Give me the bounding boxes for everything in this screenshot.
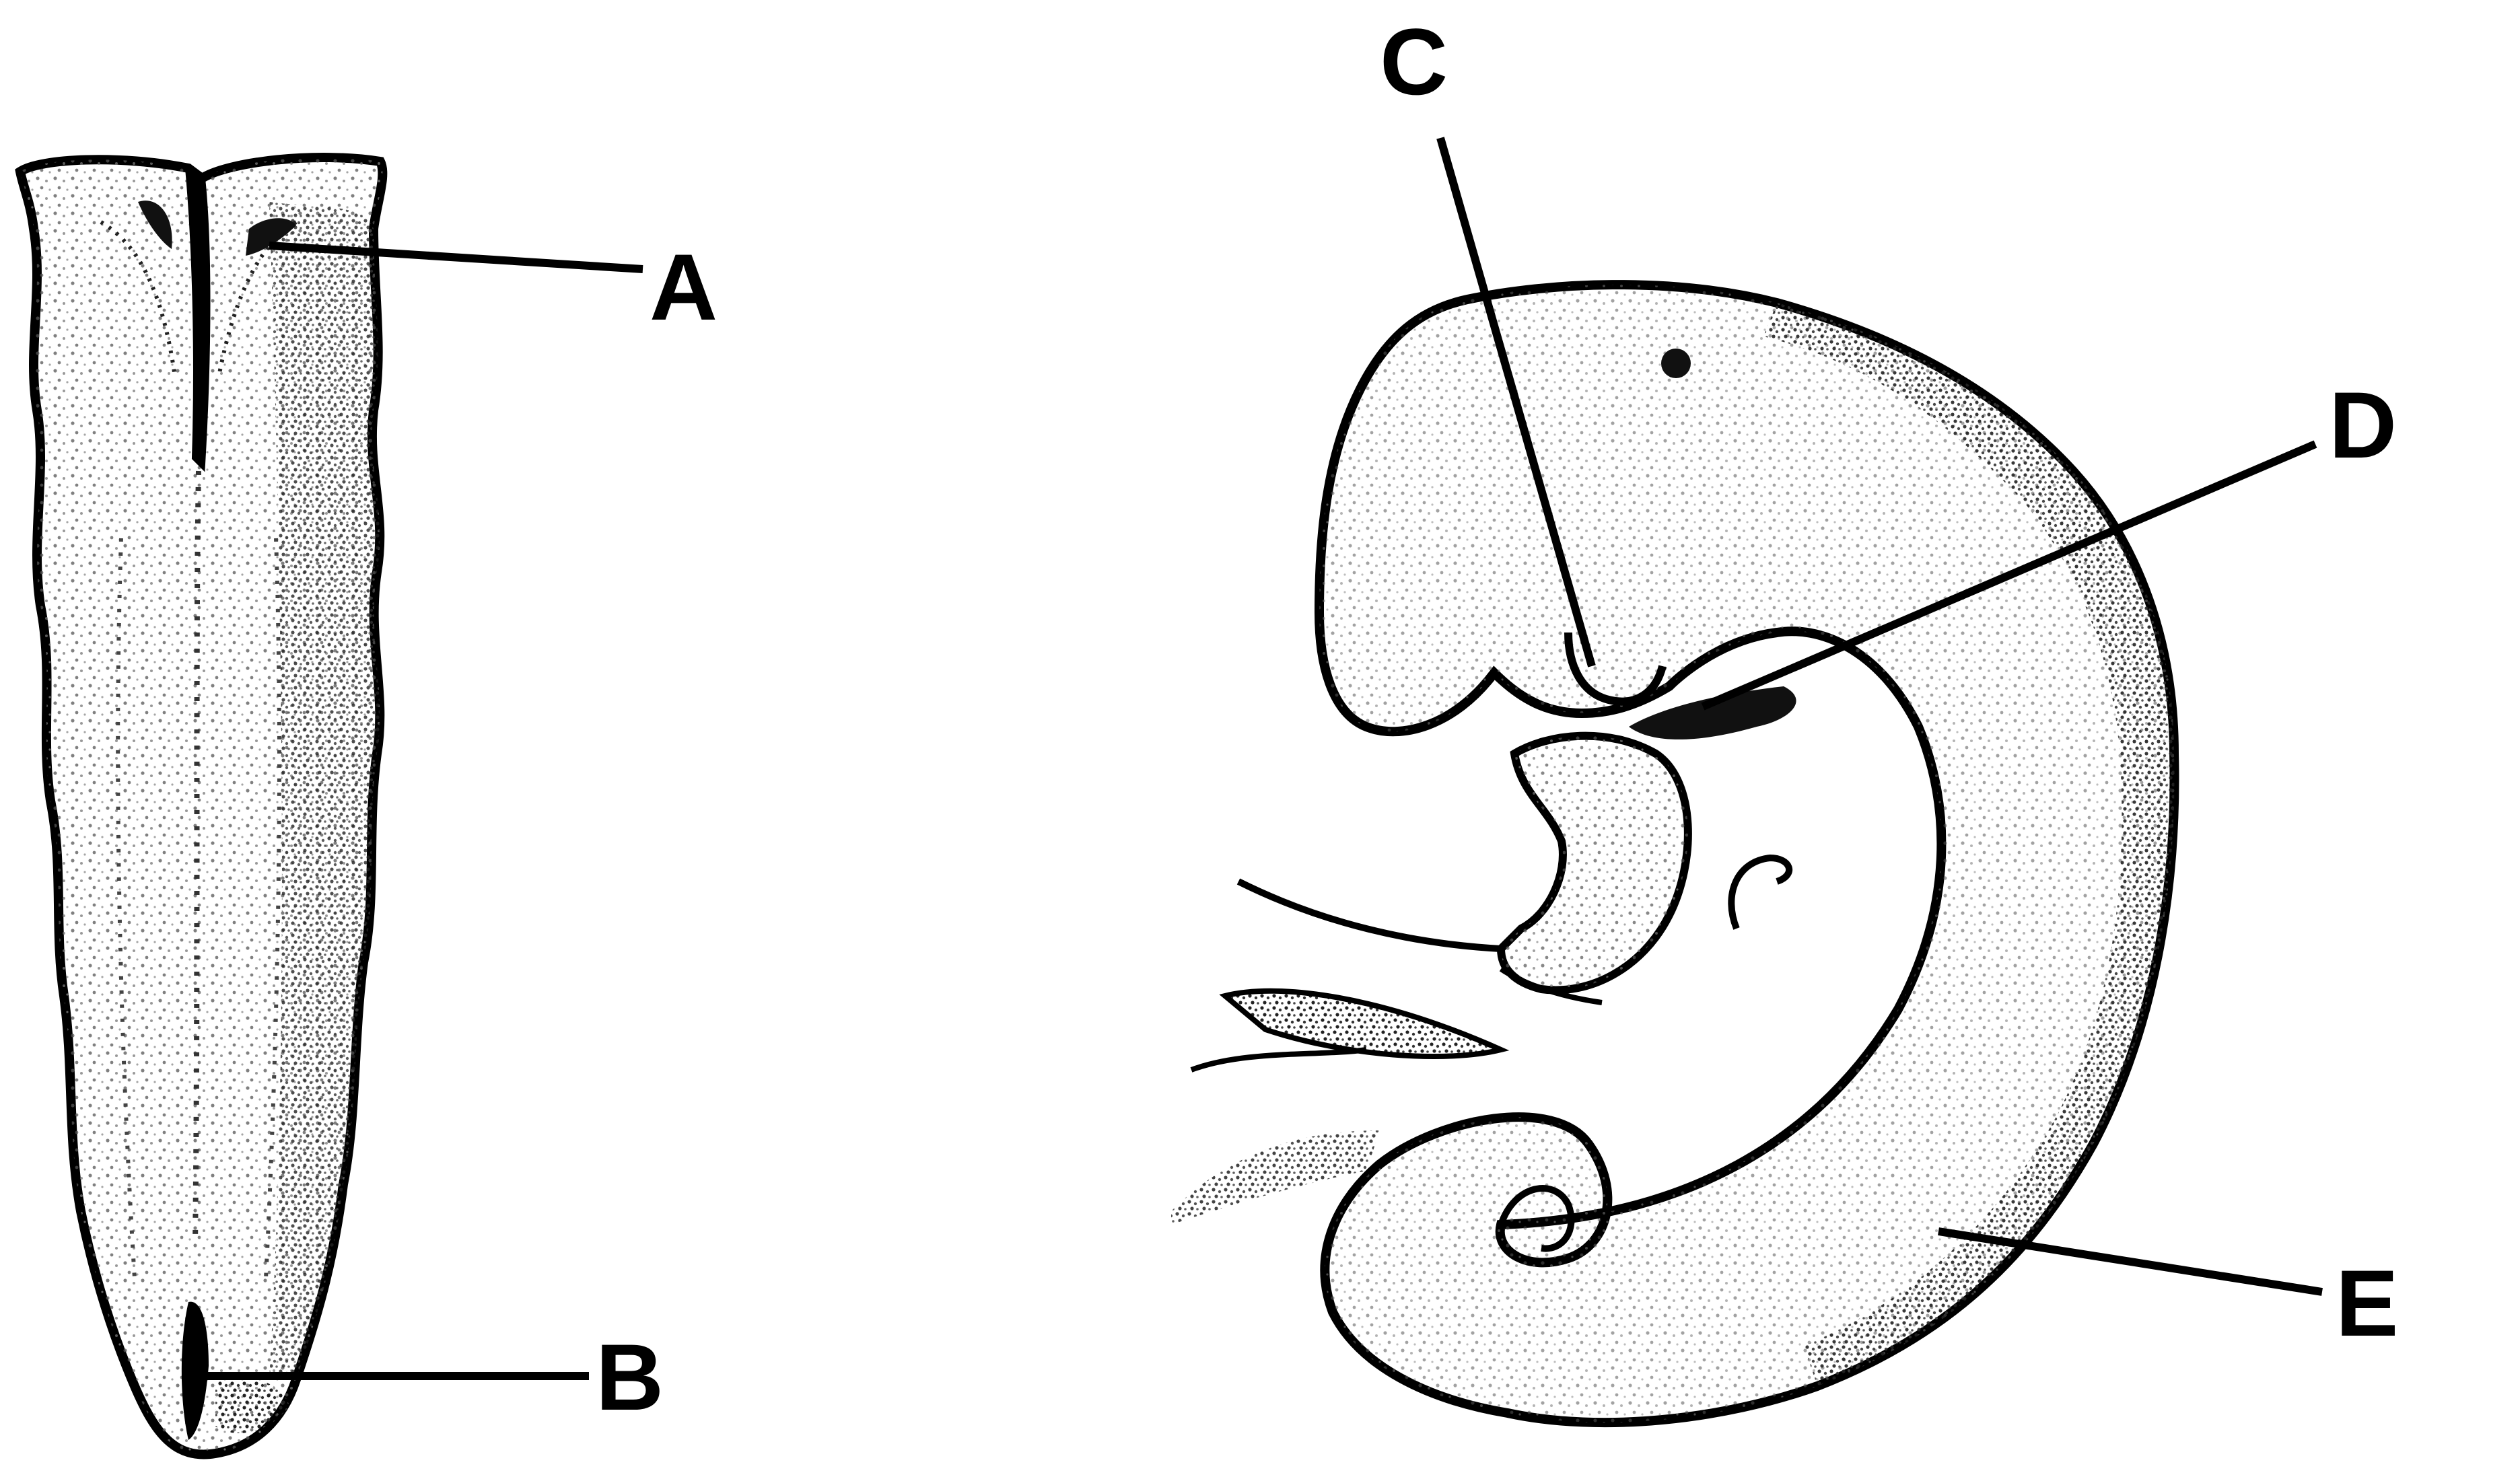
label-b: B: [596, 1324, 664, 1430]
left-embryo-shading: [269, 202, 380, 1379]
right-embryo-stalk-lower: [1190, 1047, 1367, 1073]
left-embryo-posterior-neuropore: [181, 1301, 209, 1440]
left-embryo-somite-line-right: [264, 538, 281, 1279]
left-embryo-posterior-shadow: [215, 1377, 289, 1433]
right-embryo-eye: [1661, 349, 1691, 378]
left-embryo-neural-fold-left: [100, 220, 177, 377]
left-embryo: [15, 153, 388, 1459]
left-embryo-neural-groove: [185, 168, 211, 472]
right-embryo-stalk-upper: [1236, 878, 1502, 952]
right-embryo: [1171, 280, 2179, 1428]
right-embryo-heart-stipple: [1501, 735, 1688, 990]
right-embryo-yolk-region: [1171, 1130, 1380, 1225]
right-embryo-stipple: [1319, 285, 2175, 1423]
label-e: E: [2336, 1250, 2398, 1356]
right-embryo-stalk-wedge: [1219, 988, 1510, 1059]
left-embryo-anterior-neuropore: [246, 218, 296, 256]
label-d: D: [2329, 372, 2397, 478]
right-embryo-stalk-line: [1499, 966, 1603, 1005]
label-a: A: [650, 234, 718, 340]
left-embryo-dark-patch: [138, 201, 172, 249]
right-embryo-pharyngeal-arch: [1629, 686, 1796, 739]
right-embryo-dorsal-shading: [1763, 303, 2175, 1386]
right-embryo-tail-curl: [1498, 1185, 1575, 1252]
label-c-leader: [1436, 137, 1596, 667]
label-c: C: [1380, 9, 1448, 114]
right-embryo-stomodeum: [1564, 632, 1667, 706]
label-d-leader: [1701, 440, 2317, 711]
label-a-leader: [269, 242, 643, 273]
right-embryo-inner-curve: [1728, 854, 1793, 930]
label-e-leader: [1938, 1227, 2323, 1296]
left-embryo-somite-line-left: [116, 538, 137, 1279]
